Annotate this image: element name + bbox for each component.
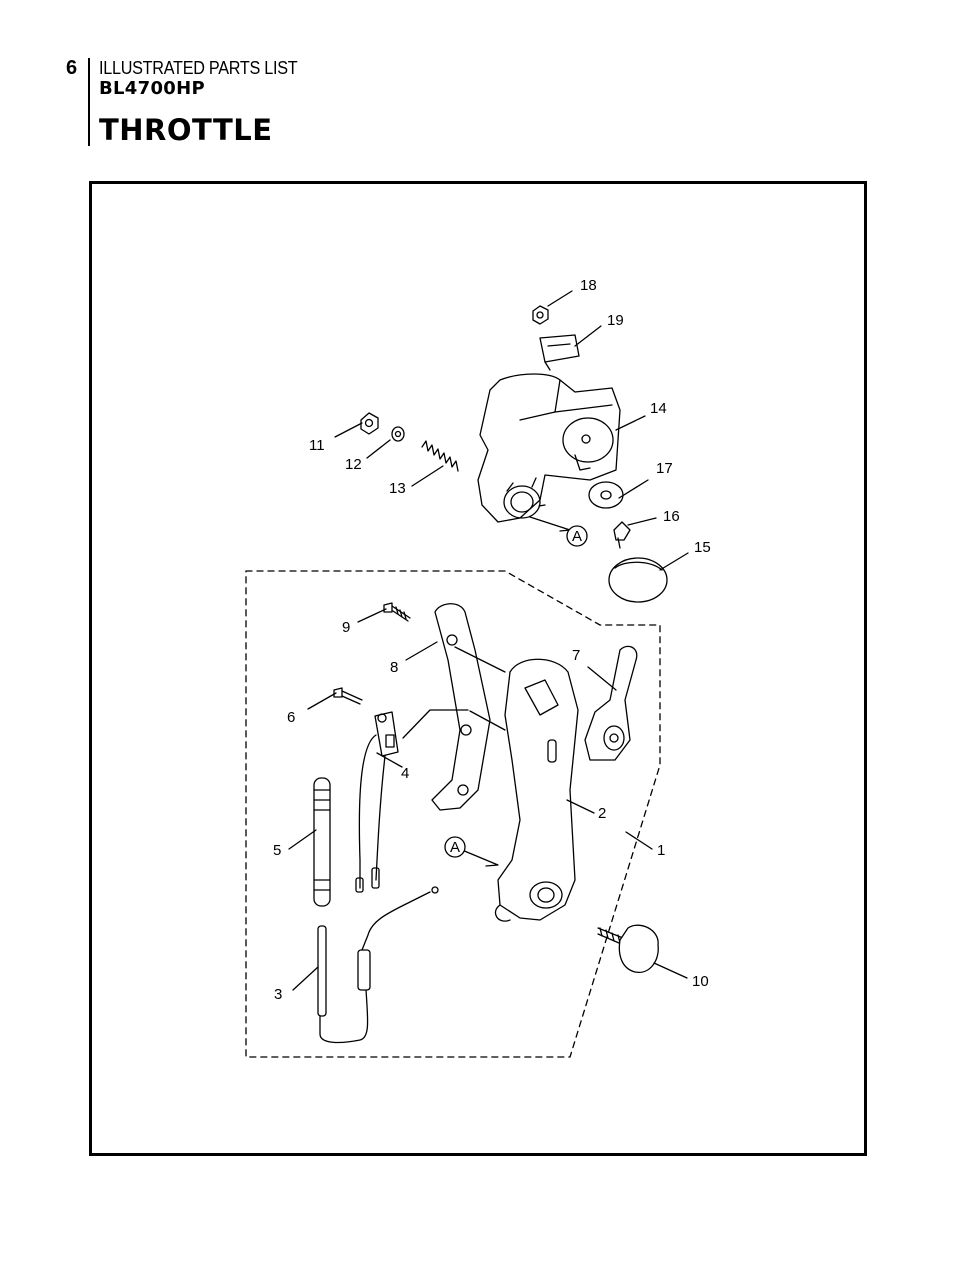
screw-9 [383, 602, 411, 622]
knob-10 [597, 924, 659, 973]
page-number: 6 [66, 57, 78, 79]
callout-6: 6 [287, 709, 295, 726]
page-title: THROTTLE [99, 113, 273, 147]
section-heading: ILLUSTRATED PARTS LIST [99, 58, 298, 78]
reference-marker-a-lower [444, 836, 499, 867]
callout-8: 8 [390, 659, 398, 676]
diagram-frame [89, 181, 867, 1156]
model-number: BL4700HP [99, 78, 205, 99]
throttle-housing-14 [477, 373, 621, 523]
callout-1: 1 [657, 842, 665, 859]
handle-2 [494, 658, 579, 922]
bracket-8 [431, 603, 491, 811]
callout-14: 14 [650, 400, 667, 417]
washer-12 [391, 426, 405, 442]
callout-11: 11 [309, 437, 325, 454]
reference-label-a-lower: A [450, 839, 460, 856]
reference-label-a-upper: A [572, 528, 582, 545]
callout-16: 16 [663, 508, 680, 525]
spring-13 [421, 440, 459, 472]
callout-12: 12 [345, 456, 362, 473]
callout-3: 3 [274, 986, 282, 1003]
callout-18: 18 [580, 277, 597, 294]
reference-marker-a-upper [529, 516, 588, 547]
screw-6 [333, 687, 363, 705]
tube-5 [313, 777, 331, 907]
leader-lines [288, 290, 689, 991]
callout-5: 5 [273, 842, 281, 859]
trigger-7 [584, 645, 638, 761]
callout-10: 10 [692, 973, 709, 990]
callout-4: 4 [401, 765, 409, 782]
callout-7: 7 [572, 647, 580, 664]
clip-19 [539, 334, 580, 371]
nut-11 [360, 412, 379, 435]
callout-13: 13 [389, 480, 406, 497]
cable-3 [317, 886, 439, 1044]
cap-15 [608, 557, 668, 603]
callout-15: 15 [694, 539, 711, 556]
assembly-boundary [245, 570, 661, 1058]
switch-4 [355, 711, 399, 893]
washer-17 [588, 481, 624, 509]
callout-2: 2 [598, 805, 606, 822]
screw-16 [613, 521, 631, 549]
header-divider [88, 58, 90, 146]
callout-17: 17 [656, 460, 673, 477]
callout-19: 19 [607, 312, 624, 329]
nut-18 [532, 305, 549, 325]
callout-9: 9 [342, 619, 350, 636]
